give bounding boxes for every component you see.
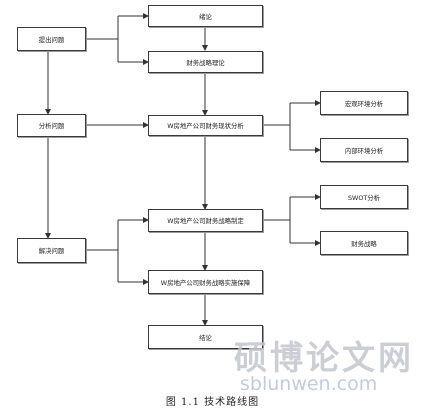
node-raise-question: 提出问题 [17, 27, 86, 51]
node-conclusion: 结论 [148, 325, 263, 349]
figure-caption: 图 1.1 技术路线图 [165, 397, 260, 408]
node-financial-status-analysis: W房地产公司财务现状分析 [148, 115, 263, 136]
node-financial-strategy: 财务战略 [320, 231, 408, 255]
node-introduction: 绪论 [148, 5, 263, 27]
node-financial-strategy-theory: 财务战略理论 [148, 51, 263, 73]
node-solve-question: 解决问题 [17, 238, 86, 263]
node-macro-environment-analysis: 宏观环境分析 [320, 91, 408, 115]
node-implementation-guarantee: W房地产公司财务战略实施保障 [148, 270, 263, 294]
node-strategy-formulation: W房地产公司财务战略制定 [148, 209, 263, 232]
node-analyze-question: 分析问题 [17, 114, 86, 137]
watermark-url: sblunwen.com [240, 373, 378, 395]
node-swot-analysis: SWOT分析 [320, 185, 408, 209]
node-internal-environment-analysis: 内部环境分析 [320, 138, 408, 162]
watermark-text: 硕博论文网 [234, 338, 414, 377]
